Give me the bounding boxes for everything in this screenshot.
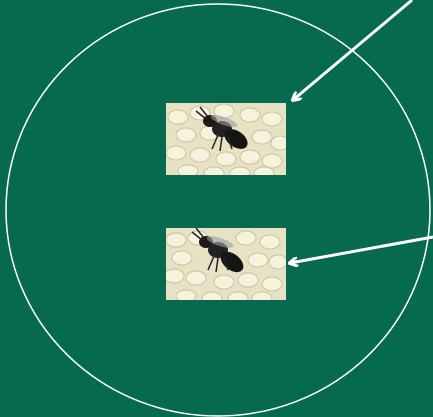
dish-circle bbox=[6, 4, 430, 416]
wasp-on-eggs-photo bbox=[166, 103, 286, 175]
wasp-on-eggs-photo bbox=[166, 228, 286, 300]
arrow-to-top-photo bbox=[293, 0, 412, 100]
arrow-to-bottom-photo bbox=[290, 237, 433, 263]
